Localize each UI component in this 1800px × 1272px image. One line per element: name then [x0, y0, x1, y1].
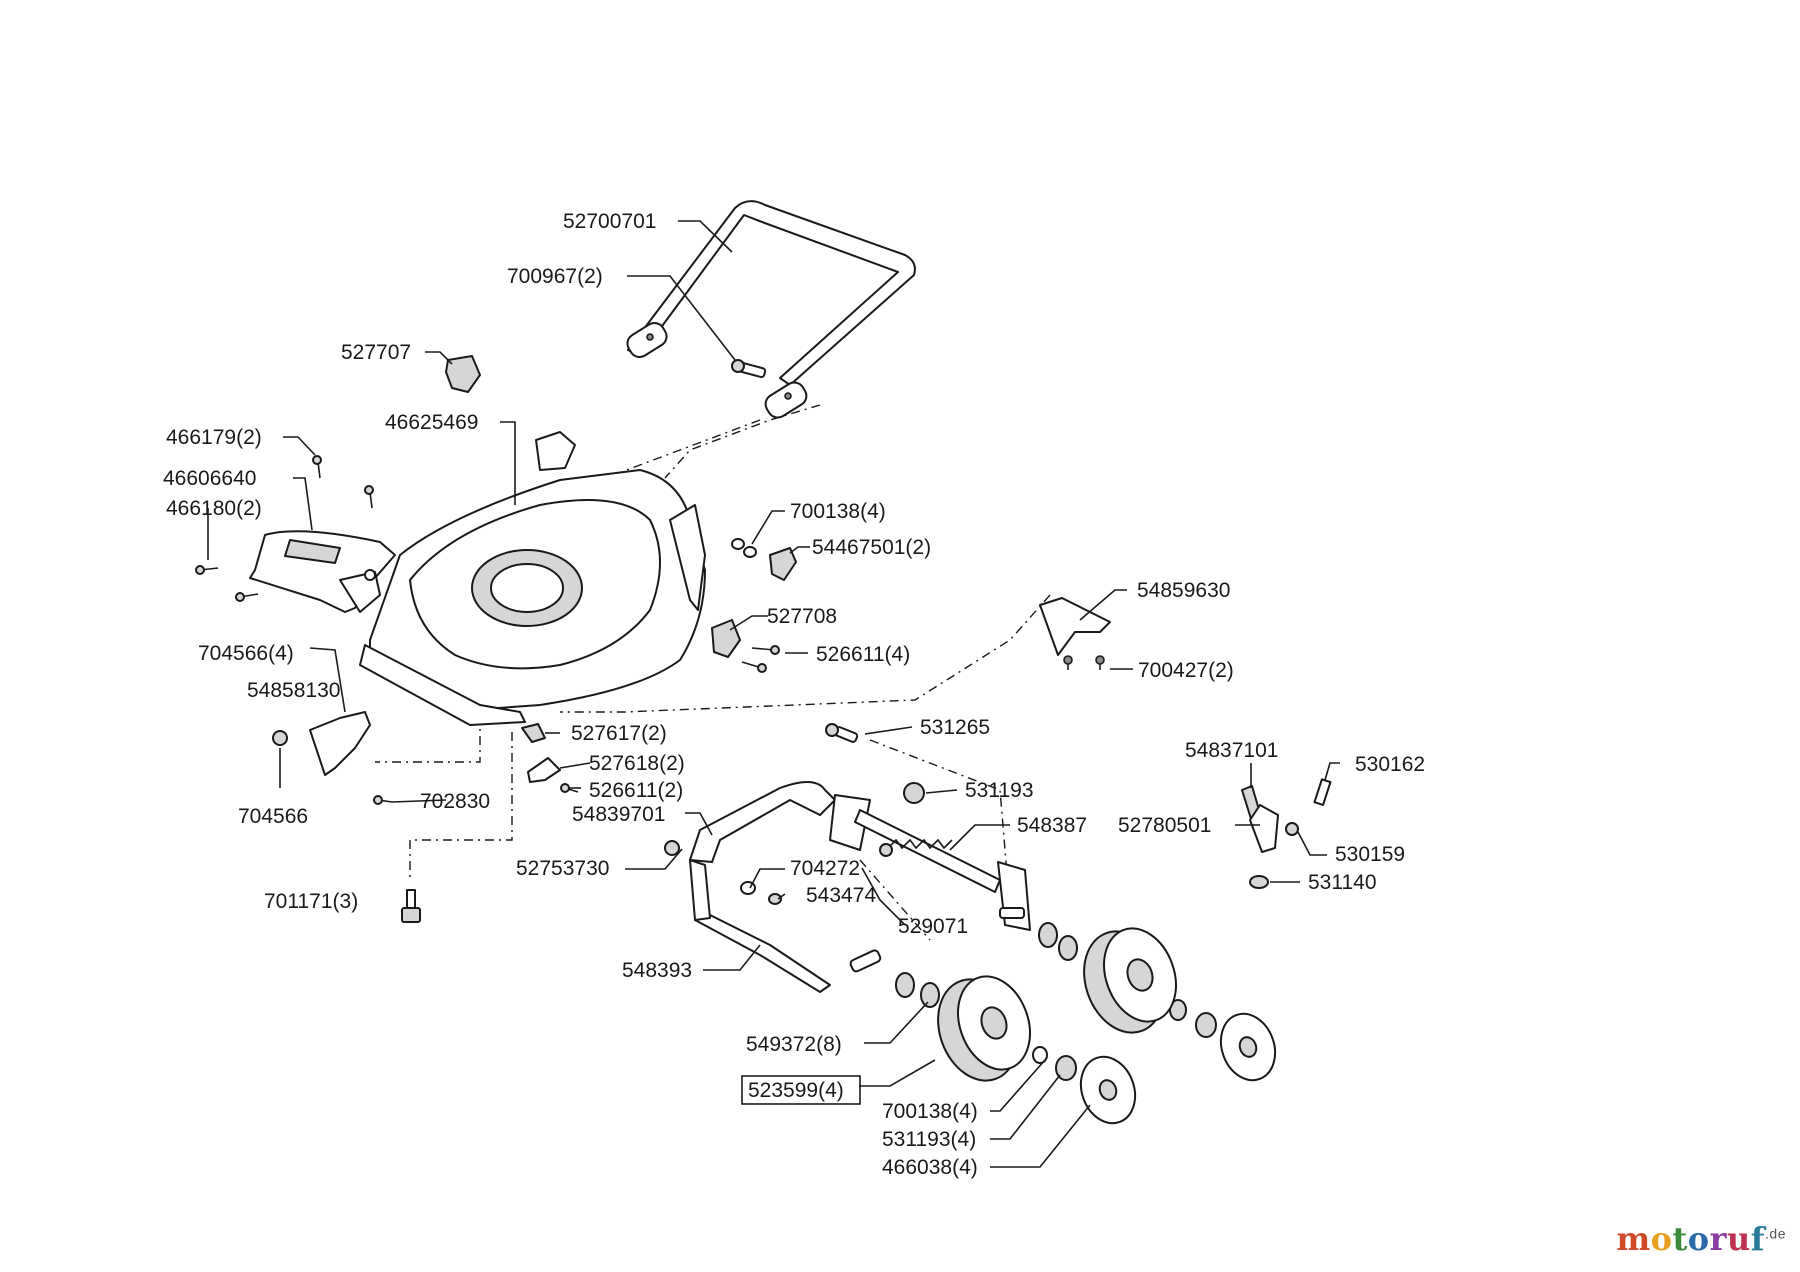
washer-700138-b: [743, 546, 757, 558]
alignment-lines: [375, 404, 1051, 941]
screw-702830: [373, 795, 393, 805]
label-54858130: 54858130: [247, 679, 340, 702]
label-549372: 549372(8): [746, 1033, 842, 1056]
label-526611-4: 526611(4): [816, 643, 910, 666]
label-523599: 523599(4): [748, 1079, 844, 1102]
bracket-527618: [527, 757, 561, 783]
clip-527617: [521, 723, 546, 743]
grass-deflector-assembly: [249, 530, 396, 613]
nut-531193: [903, 782, 925, 804]
label-530162: 530162: [1355, 753, 1425, 776]
label-701171: 701171(3): [264, 890, 358, 913]
label-530159: 530159: [1335, 843, 1405, 866]
label-700138-top: 700138(4): [790, 500, 886, 523]
label-700138-bottom: 700138(4): [882, 1100, 978, 1123]
label-704272: 704272: [790, 857, 860, 880]
label-54859630: 54859630: [1137, 579, 1230, 602]
bolt-701171: [401, 889, 421, 923]
label-466180: 466180(2): [166, 497, 262, 520]
label-548387: 548387: [1017, 814, 1087, 837]
label-548393: 548393: [622, 959, 692, 982]
label-527618: 527618(2): [589, 752, 685, 775]
label-466038: 466038(4): [882, 1156, 978, 1179]
hubcap-front: [1079, 1055, 1137, 1125]
label-704566-4: 704566(4): [198, 642, 294, 665]
label-543474: 543474: [806, 884, 876, 907]
label-531140: 531140: [1308, 871, 1377, 894]
part-labels: 52700701 700967(2) 527707 46625469 46617…: [163, 210, 1425, 1179]
rear-flap: [309, 711, 371, 776]
highlight-box: [741, 1075, 861, 1105]
collector-screws: [195, 455, 376, 602]
label-531265: 531265: [920, 716, 990, 739]
label-52700701: 52700701: [563, 210, 656, 233]
label-531193: 531193: [965, 779, 1034, 802]
label-527617: 527617(2): [571, 722, 667, 745]
label-52753730: 52753730: [516, 857, 609, 880]
label-54837101: 54837101: [1185, 739, 1278, 762]
hubcap-rear: [1219, 1012, 1277, 1082]
label-54467501: 54467501(2): [812, 536, 931, 559]
small-parts-axle: [664, 840, 1217, 1081]
label-54839701: 54839701: [572, 803, 665, 826]
label-52780501: 52780501: [1118, 814, 1211, 837]
screws-526611: [741, 645, 780, 673]
label-700967: 700967(2): [507, 265, 603, 288]
label-527707: 527707: [341, 341, 411, 364]
knob-527708: [711, 619, 741, 658]
label-46625469: 46625469: [385, 411, 478, 434]
label-46606640: 46606640: [163, 467, 256, 490]
nut-704566: [272, 730, 288, 746]
label-466179: 466179(2): [166, 426, 262, 449]
label-702830: 702830: [420, 790, 490, 813]
handle-knob-527707: [445, 355, 481, 393]
mulch-plate: [1039, 597, 1111, 670]
washer-700138: [731, 538, 745, 550]
mower-deck: [359, 431, 706, 726]
label-531193-4: 531193(4): [882, 1128, 976, 1151]
label-704566: 704566: [238, 805, 308, 828]
label-527708: 527708: [767, 605, 837, 628]
spring-529071: [879, 838, 953, 857]
wheel-adjuster-bracket: [1241, 778, 1332, 889]
handle-bolt: [731, 359, 767, 379]
front-wheel: [937, 975, 1031, 1082]
label-529071: 529071: [898, 915, 968, 938]
motoruf-logo: motoruf.de: [1616, 1220, 1786, 1258]
bracket-54467501: [769, 547, 797, 581]
leader-lines: [207, 220, 1340, 1168]
bolt-531265: [825, 723, 859, 743]
upper-handle: [626, 200, 916, 419]
label-526611-2: 526611(2): [589, 779, 683, 802]
label-700427: 700427(2): [1138, 659, 1234, 682]
rear-wheel: [1083, 927, 1177, 1034]
